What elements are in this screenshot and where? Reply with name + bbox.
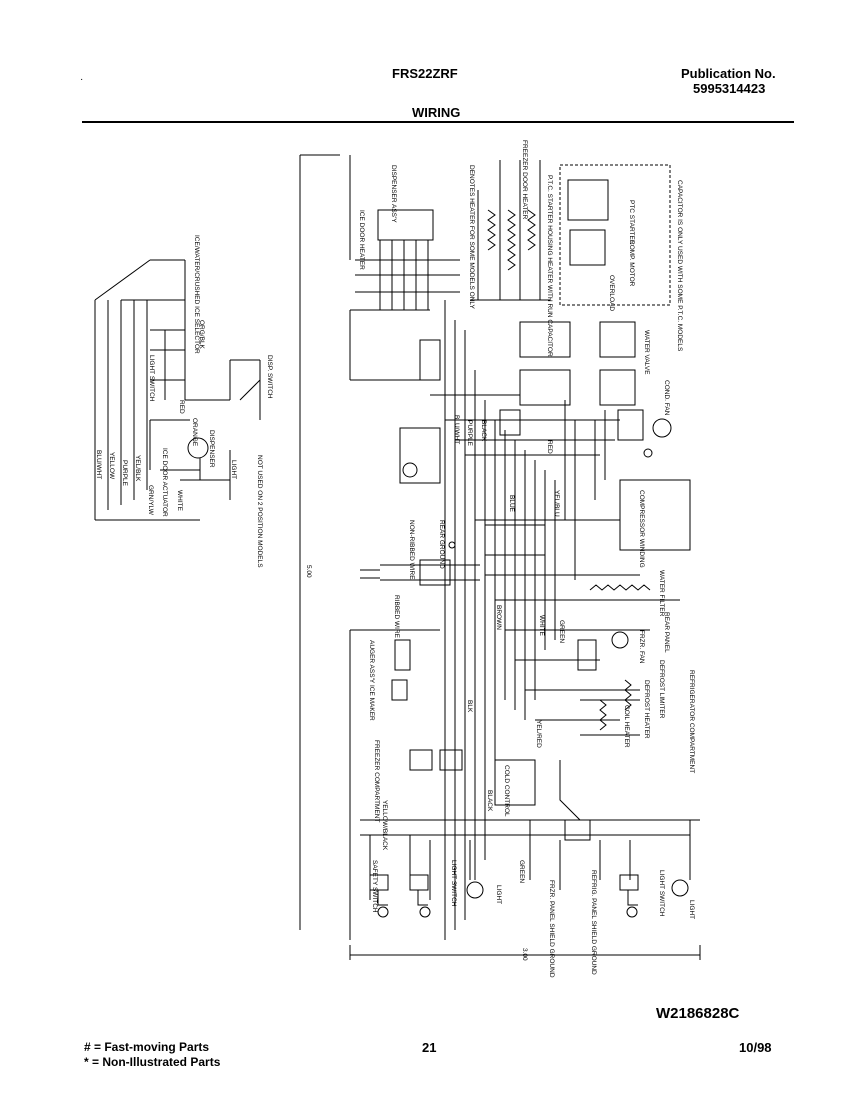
label-defrost-heater: DEFROST HEATER: [643, 680, 650, 739]
label-light-switch-top: LIGHT SWITCH: [148, 355, 155, 402]
wire-label-red: RED: [178, 400, 185, 414]
label-frz-fan: FRZR. FAN: [638, 630, 645, 664]
wire-label-bluwht: BLU/WHT: [95, 450, 102, 479]
label-overload: OVERLOAD: [608, 275, 615, 311]
label-light-switch-rf: LIGHT SWITCH: [658, 870, 665, 917]
label-light-fz: LIGHT: [495, 885, 502, 904]
wire-label-orange: ORANGE: [191, 418, 198, 447]
label-safety-switch: SAFETY SWITCH: [371, 860, 378, 913]
page-number: 21: [422, 1040, 437, 1055]
label-cond-fan: COND. FAN: [663, 380, 670, 416]
label-frz-panel-shield: FRZR. PANEL SHIELD GROUND: [548, 880, 555, 978]
legend-fast-moving: # = Fast-moving Parts: [84, 1040, 210, 1054]
label-ptc-starter: PTC STARTER: [628, 200, 635, 245]
label-refrig-panel-shield: REFRIG. PANEL SHIELD GROUND: [590, 870, 597, 975]
wire-label-red-2: RED: [546, 440, 553, 454]
label-compressor-winding: COMPRESSOR WINDING: [638, 490, 645, 568]
label-dimension-bottom: 3.00: [521, 948, 528, 961]
label-ice-door-actuator: ICE DOOR ACTUATOR: [161, 448, 168, 517]
wire-label-black: BLACK: [480, 420, 487, 442]
model-number: FRS22ZRF: [392, 66, 458, 81]
wire-label-yelred: YEL/RED: [535, 720, 542, 748]
label-refrigerator-compartment: REFRIGERATOR COMPARTMENT: [688, 670, 695, 773]
label-coil-heater: COIL HEATER: [623, 705, 630, 748]
label-light-switch-fz: LIGHT SWITCH: [450, 860, 457, 907]
label-ribbed-wire: RIBBED WIRE: [393, 595, 400, 639]
wire-label-blue: BLUE: [508, 495, 515, 513]
stray-mark: ·: [80, 74, 84, 85]
wire-label-green: GREEN: [558, 620, 565, 643]
label-ice-water-selector: ICE/WATER/CRUSHED ICE SELECTOR: [193, 235, 200, 354]
header-rule: [82, 121, 794, 123]
label-dispenser-assy: DISPENSER ASS'Y: [390, 165, 397, 223]
label-freezer-compartment: FREEZER COMPARTMENT: [373, 740, 380, 822]
wire-label-grnylw: GRN/YLW: [147, 485, 154, 516]
label-water-valve: WATER VALVE: [643, 330, 650, 375]
label-dispenser: DISPENSER: [208, 430, 215, 468]
wire-label-black-2: BLACK: [486, 790, 493, 812]
publication-label: Publication No.: [681, 66, 776, 81]
wire-label-green-2: GREEN: [518, 860, 525, 883]
label-not-used: NOT USED ON 2 POSITION MODELS: [256, 455, 263, 568]
wire-label-yelblk: YEL/BLK: [134, 455, 141, 482]
label-disp-switch: DISP. SWITCH: [266, 355, 273, 399]
label-rear-ground: REAR GROUND: [438, 520, 445, 569]
label-rear-panel: REAR PANEL: [663, 612, 670, 653]
label-defrost-limiter: DEFROST LIMITER: [658, 660, 665, 719]
wire-label-yellow: YELLOW: [108, 452, 115, 480]
label-dimension-right: 5.00: [305, 565, 312, 578]
label-ice-door-heater: ICE DOOR HEATER: [358, 210, 365, 270]
publication-date: 10/98: [739, 1040, 772, 1055]
wire-label-yelblu: YEL/BLU: [553, 490, 560, 517]
wire-label-orgblk: ORG/BLK: [198, 320, 205, 350]
label-ptc-starter-housing: P.T.C. STARTER HOUSING HEATER WITH RUN C…: [546, 175, 553, 357]
label-capacitor-note: CAPACITOR IS ONLY USED WITH SOME P.T.C. …: [676, 180, 683, 352]
label-comp-motor: COMP. MOTOR: [628, 240, 635, 287]
section-title: WIRING: [412, 105, 461, 120]
wire-label-purple-main: PURPLE: [466, 420, 473, 447]
legend-non-illustrated: * = Non-Illustrated Parts: [84, 1055, 221, 1069]
wire-label-white: WHITE: [176, 490, 183, 512]
label-non-ribbed-wire: NON-RIBBED WIRE: [408, 520, 415, 580]
label-light-top: LIGHT: [230, 460, 237, 479]
label-ice-maker: ICE MAKER: [368, 685, 375, 721]
wire-label-yellowblack: YELLOW/BLACK: [381, 800, 388, 851]
publication-number: 5995314423: [693, 81, 766, 96]
label-light-rf: LIGHT: [688, 900, 695, 919]
label-denotes-heater: DENOTES HEATER FOR SOME MODELS ONLY: [468, 165, 475, 310]
wire-label-blk: BLK: [466, 700, 473, 713]
label-water-filter: WATER FILTER: [658, 570, 665, 617]
label-auger-assy: AUGER ASS'Y: [368, 640, 375, 684]
wire-label-brown: BROWN: [495, 605, 502, 630]
diagram-code: W2186828C: [656, 1005, 740, 1022]
label-freezer-door-heater: FREEZER DOOR HEATER: [521, 140, 528, 220]
wire-label-white-2: WHITE: [538, 615, 545, 637]
wire-label-bluwht-2: BLU/WHT: [453, 415, 460, 444]
wire-label-purple: PURPLE: [121, 460, 128, 487]
label-cold-control: COLD CONTROL: [503, 765, 510, 817]
